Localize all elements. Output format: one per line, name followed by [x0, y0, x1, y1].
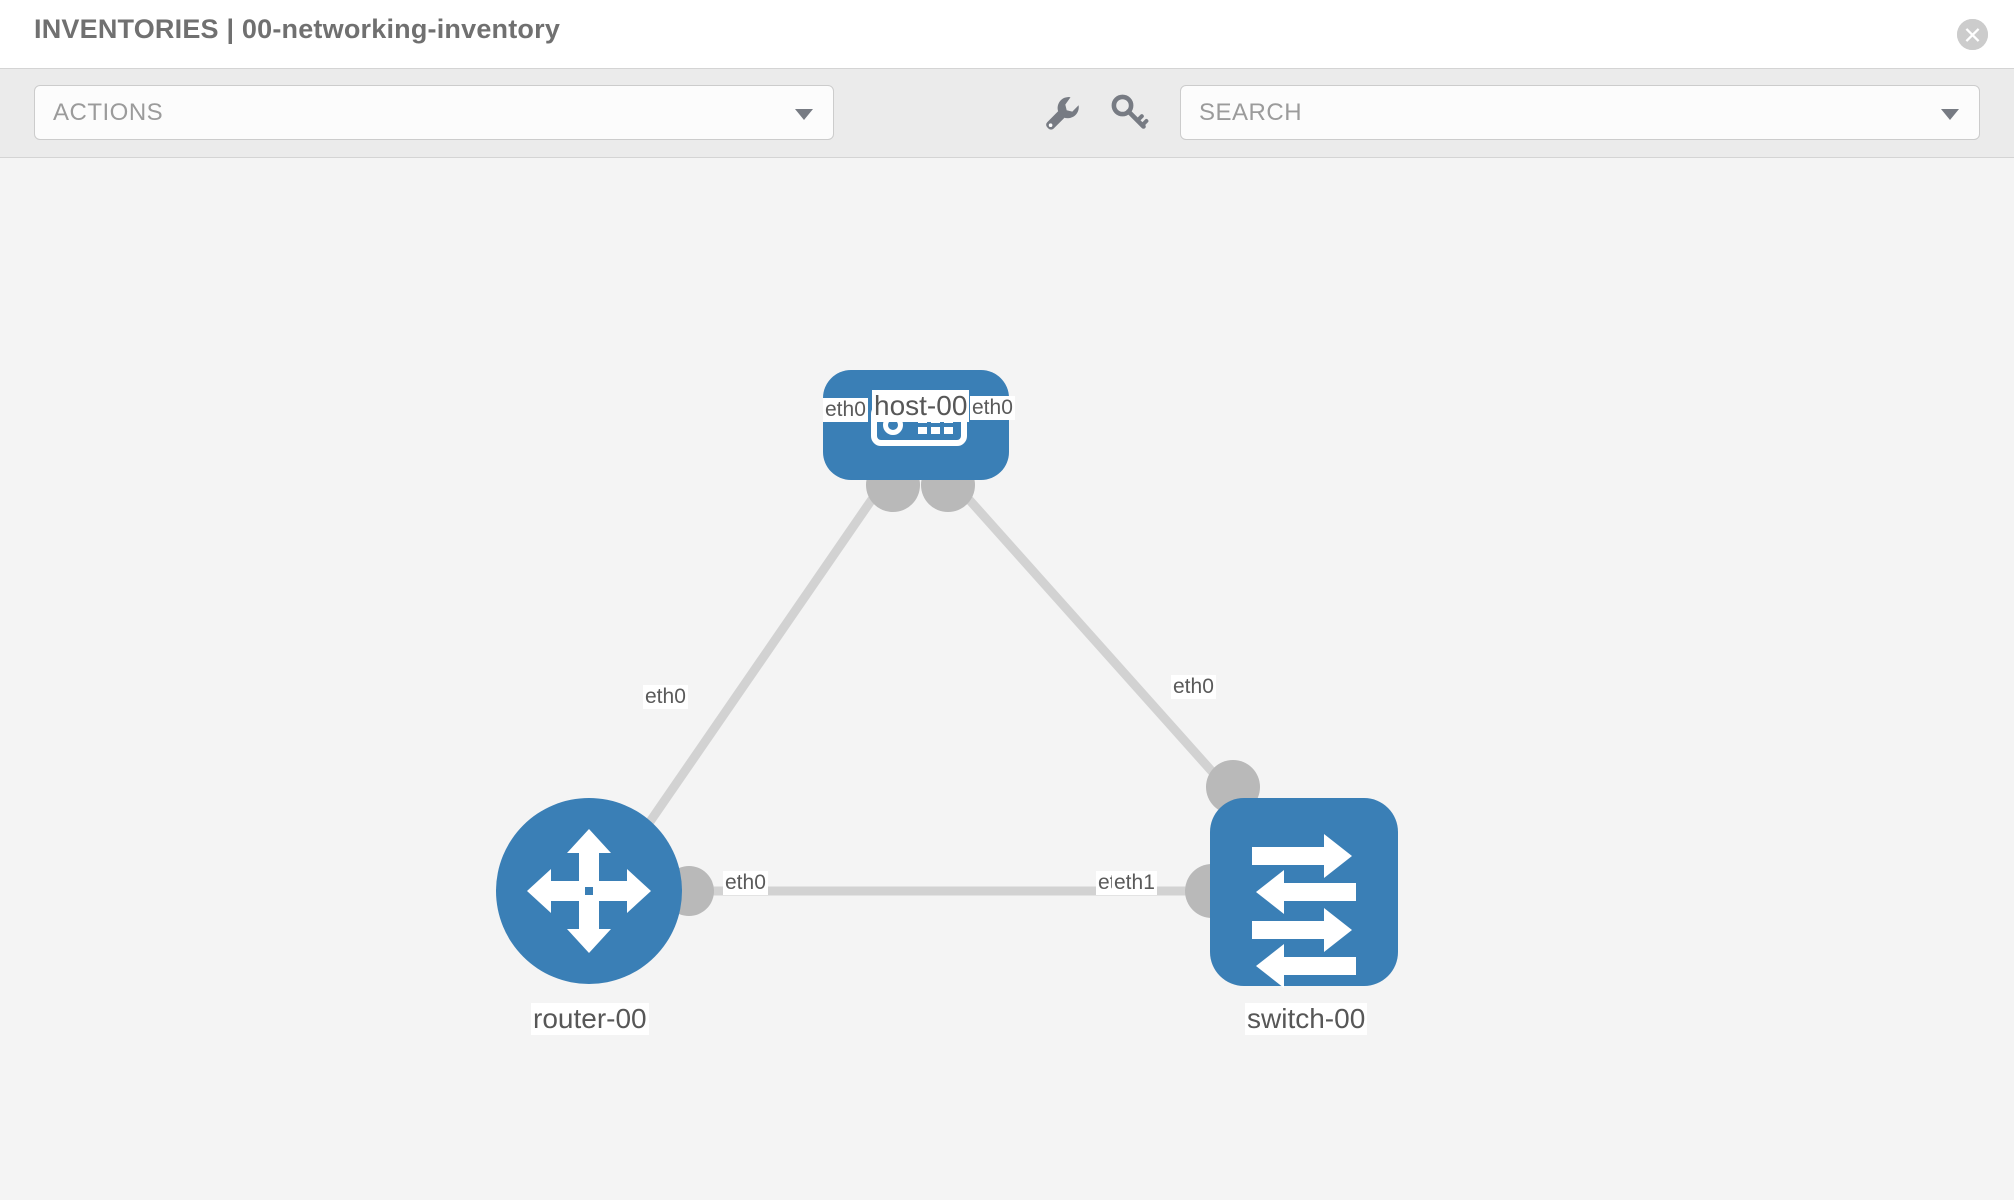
iface-label-switch-eth1[interactable]: eth1 [1112, 871, 1157, 895]
node-router-00[interactable] [496, 798, 682, 984]
node-switch-00[interactable] [1210, 798, 1398, 988]
key-icon[interactable] [1108, 91, 1150, 133]
link-host-switch[interactable] [944, 473, 1237, 798]
actions-dropdown-label: ACTIONS [53, 99, 164, 126]
close-icon[interactable] [1957, 19, 1988, 50]
topology-links: router-00 eth0 --> switch-00 eth0 --> sw… [621, 473, 1237, 896]
iface-label-router-eth0[interactable]: eth0 [723, 871, 768, 895]
topology-graph: router-00 eth0 --> switch-00 eth0 --> sw… [496, 370, 1398, 988]
node-label-router-00[interactable]: router-00 [531, 1003, 649, 1035]
wrench-icon[interactable] [1040, 91, 1082, 133]
chevron-down-icon [795, 109, 813, 120]
search-placeholder: SEARCH [1199, 99, 1303, 126]
iface-label-host-eth0-right[interactable]: eth0 [970, 396, 1015, 420]
node-label-host-00[interactable]: host-00 [872, 390, 970, 422]
iface-label-router-eth0-uplink[interactable]: eth0 [643, 685, 688, 709]
page-title: INVENTORIES | 00-networking-inventory [34, 14, 561, 44]
toolbar: ACTIONS SEARCH [0, 68, 2014, 158]
node-label-switch-00[interactable]: switch-00 [1245, 1003, 1368, 1035]
iface-label-switch-eth0[interactable]: eth0 [1171, 675, 1216, 699]
node-host-00[interactable] [823, 370, 1009, 480]
iface-label-host-eth0-left[interactable]: eth0 [823, 398, 868, 422]
link-host-router[interactable] [621, 473, 892, 861]
four-arrows-inward-icon [527, 829, 651, 953]
search-chevron-down-icon[interactable] [1941, 109, 1959, 120]
search-input[interactable]: SEARCH [1180, 85, 1980, 140]
topology-canvas[interactable]: router-00 eth0 --> switch-00 eth0 --> sw… [0, 158, 2014, 1200]
actions-dropdown[interactable]: ACTIONS [34, 85, 834, 140]
page-header: INVENTORIES | 00-networking-inventory [0, 0, 2014, 68]
bidirectional-arrows-icon [1252, 834, 1356, 988]
